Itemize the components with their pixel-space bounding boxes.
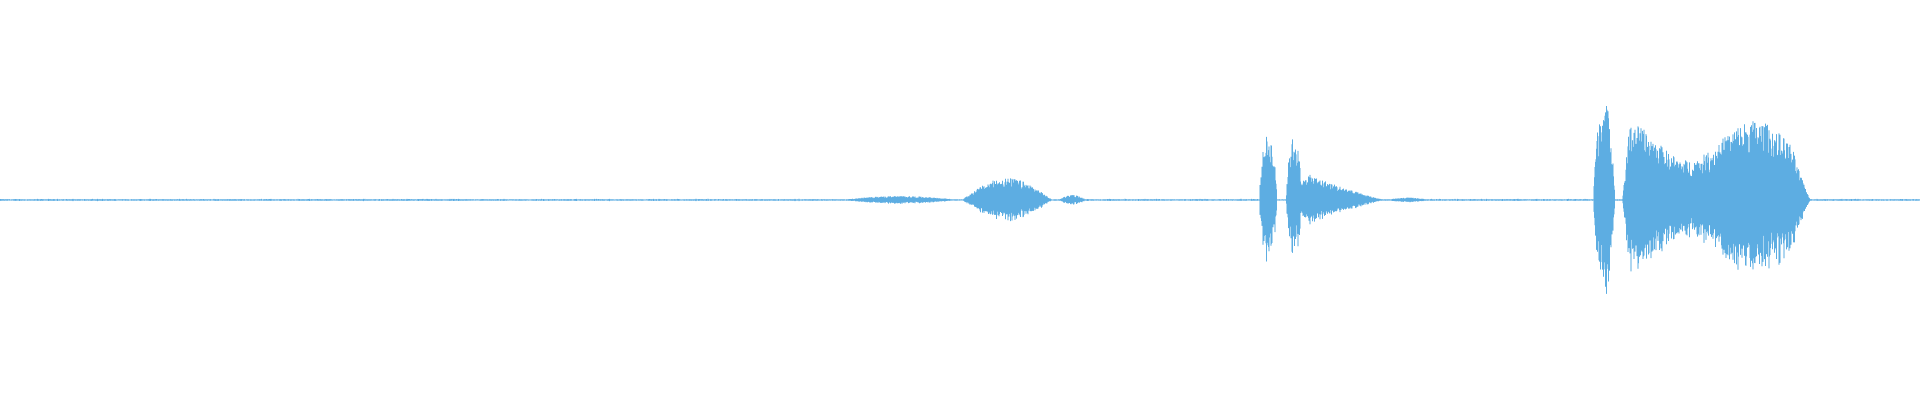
waveform-path (0, 106, 1920, 294)
